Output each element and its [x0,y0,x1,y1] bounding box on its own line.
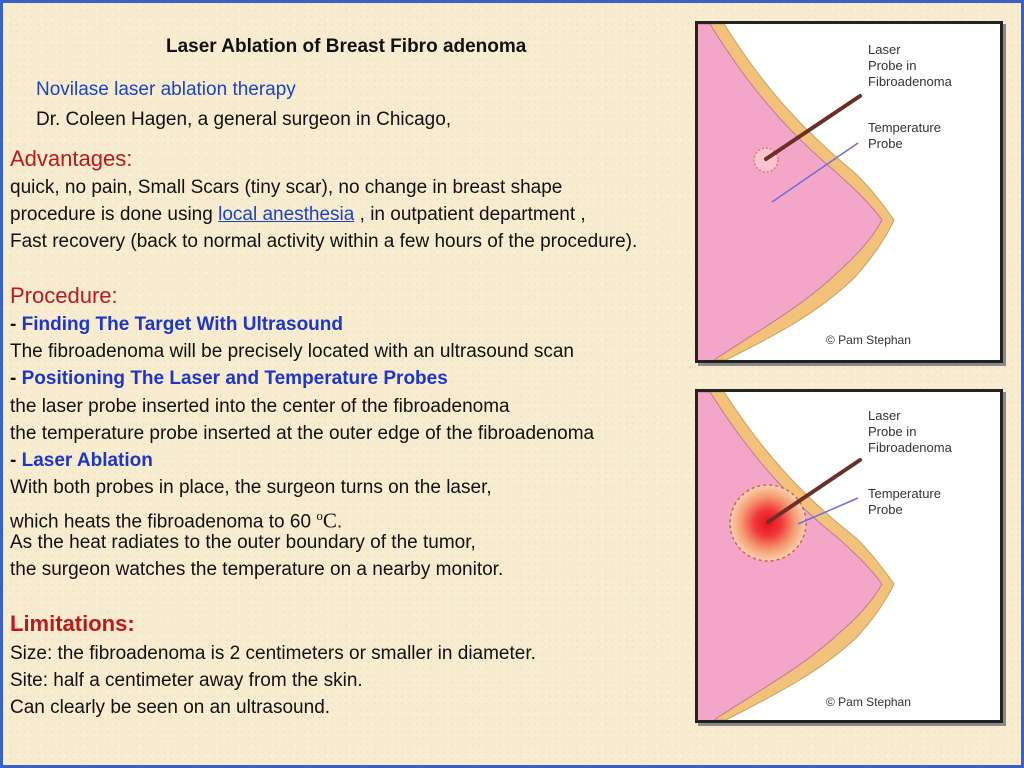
temperature-probe-label-line-1: Temperature [868,486,941,501]
procedure-step-2-line-2: the temperature probe inserted at the ou… [10,423,595,444]
advantages-line-2: procedure is done using local anesthesia… [10,201,586,228]
slide-title: Laser Ablation of Breast Fibro adenoma [166,36,527,57]
laser-probe-label-line-3: Fibroadenoma [868,74,953,89]
procedure-step-1-text: The fibroadenoma will be precisely locat… [10,341,574,362]
temperature-probe-label-line-1: Temperature [868,120,941,135]
step-3-title-text: Laser Ablation [21,450,153,471]
procedure-step-3-line-4: the surgeon watches the temperature on a… [10,559,504,580]
limitations-line-3: Can clearly be seen on an ultrasound. [10,697,331,718]
advantages-line-3: Fast recovery (back to normal activity w… [10,231,638,252]
step-2-title-text: Positioning The Laser and Temperature Pr… [21,368,448,389]
advantages-line-2-post: , in outpatient department , [354,204,586,225]
advantages-line-2-pre: procedure is done using [10,204,219,225]
procedure-step-3-title: - Laser Ablation [10,447,153,474]
image-credit: © Pam Stephan [826,695,911,709]
laser-probe-label-line-2: Probe in [868,424,916,439]
advantages-heading: Advantages: [10,146,133,171]
diagram-laser-heating: Laser Probe in Fibroadenoma Temperature … [695,389,1003,723]
step-3-dash: - [10,450,22,471]
celsius-unit: C [322,508,337,533]
procedure-step-2-line-1: the laser probe inserted into the center… [10,396,510,417]
temperature-probe-label-line-2: Probe [868,136,903,151]
degree-symbol: o [316,508,323,523]
procedure-step-2-title: - Positioning The Laser and Temperature … [10,365,448,392]
step-1-title-text: Finding The Target With Ultrasound [21,314,344,335]
procedure-heading: Procedure: [10,283,118,308]
procedure-step-3-line-2: which heats the fibroadenoma to 60 oC. [10,502,342,535]
temperature-probe-label-line-2: Probe [868,502,903,517]
laser-probe-label-line-1: Laser [868,42,901,57]
step-3-line-2-text: which heats the fibroadenoma to 60 [10,511,317,533]
laser-probe-label-line-1: Laser [868,408,901,423]
laser-probe-label-line-3: Fibroadenoma [868,440,953,455]
procedure-step-3-line-1: With both probes in place, the surgeon t… [10,477,492,498]
procedure-step-1-title: - Finding The Target With Ultrasound [10,311,343,338]
advantages-line-1: quick, no pain, Small Scars (tiny scar),… [10,177,563,198]
diagram-probe-placement: Laser Probe in Fibroadenoma Temperature … [695,21,1003,363]
limitations-heading: Limitations: [10,611,135,636]
limitations-line-2: Site: half a centimeter away from the sk… [10,670,363,691]
novilase-link[interactable]: Novilase laser ablation therapy [36,79,296,100]
step-1-dash: - [10,314,22,335]
procedure-step-3-line-3: As the heat radiates to the outer bounda… [10,532,476,553]
image-credit: © Pam Stephan [826,333,911,347]
limitations-line-1: Size: the fibroadenoma is 2 centimeters … [10,643,536,664]
step-2-dash: - [10,368,22,389]
local-anesthesia-link[interactable]: local anesthesia [218,204,355,225]
surgeon-credit: Dr. Coleen Hagen, a general surgeon in C… [36,109,452,130]
laser-probe-label-line-2: Probe in [868,58,916,73]
step-3-period: . [336,511,343,533]
